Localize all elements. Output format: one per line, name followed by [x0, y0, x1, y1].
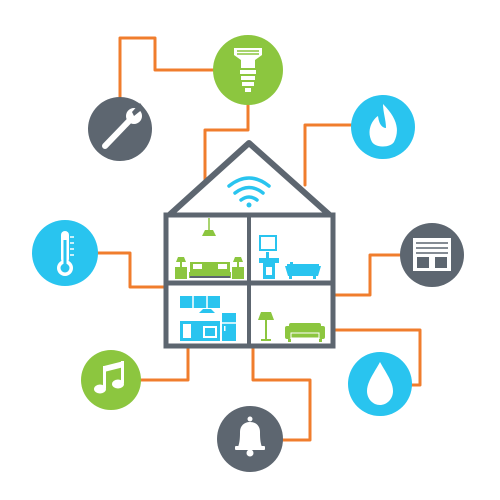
wire-light	[203, 103, 250, 182]
node-heating[interactable]	[351, 95, 415, 159]
sofa-icon	[285, 323, 325, 342]
node-temperature[interactable]	[32, 220, 98, 286]
node-tools[interactable]	[88, 97, 152, 161]
bathtub-icon	[285, 262, 321, 279]
node-alarm[interactable]	[217, 406, 283, 472]
thermometer-icon	[57, 231, 74, 276]
node-music[interactable]	[81, 350, 141, 410]
nightstand-lamp-icon	[232, 257, 244, 279]
room-living-room	[258, 312, 325, 342]
wire-tools	[118, 36, 216, 102]
wire-shutters	[331, 253, 402, 297]
floor-lamp-icon	[258, 312, 274, 341]
wrench-icon	[102, 103, 144, 149]
bed-icon	[189, 262, 231, 278]
wifi-icon	[227, 176, 271, 208]
stove-icon	[180, 321, 220, 341]
house	[163, 140, 336, 349]
wire-alarm	[251, 343, 312, 442]
room-bathroom	[259, 235, 321, 279]
music-note-icon	[94, 361, 124, 394]
bell-icon	[235, 416, 265, 457]
kitchen-cabinet-icon	[180, 296, 220, 313]
wire-heating	[303, 123, 357, 187]
wire-temperature	[96, 251, 168, 289]
room-bedroom	[175, 218, 244, 279]
flame-icon	[369, 104, 397, 147]
house-roof	[163, 140, 335, 221]
node-shutters[interactable]	[400, 223, 464, 287]
fridge-icon	[222, 313, 236, 341]
light-bulb-icon	[234, 48, 262, 92]
wire-music	[138, 343, 190, 382]
nightstand-lamp-icon	[175, 257, 187, 279]
water-drop-icon	[367, 362, 393, 405]
mirror-icon	[259, 235, 277, 251]
window-blinds-icon	[413, 238, 451, 271]
room-kitchen	[180, 296, 236, 341]
node-water[interactable]	[348, 352, 412, 416]
ceiling-lamp-icon	[202, 218, 216, 236]
sink-icon	[259, 252, 279, 279]
node-light[interactable]	[213, 35, 283, 105]
